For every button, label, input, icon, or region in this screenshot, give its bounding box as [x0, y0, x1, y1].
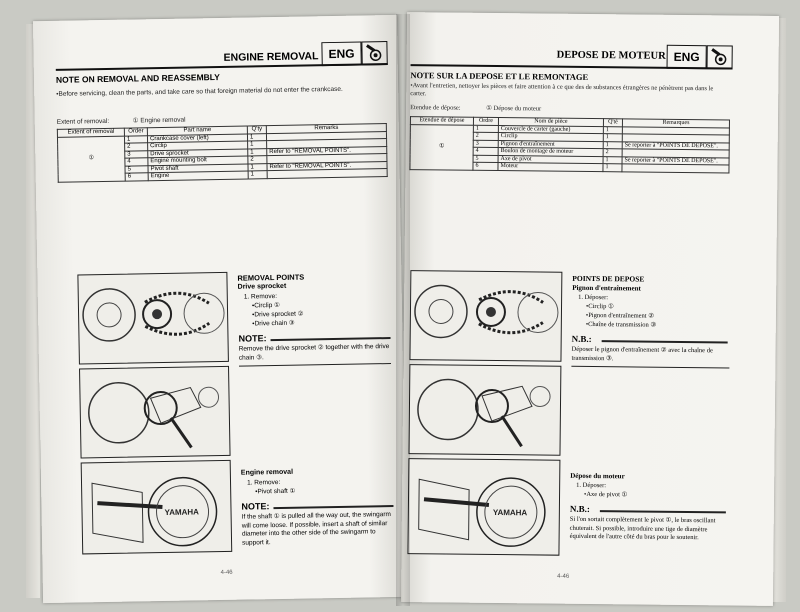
table-cell: 1 [603, 156, 623, 164]
note-rule [601, 340, 728, 343]
note-rule [599, 510, 726, 513]
right-extent-value: ① Dépose du moteur [486, 104, 542, 113]
left-bullet: •Before servicing, clean the parts, and … [56, 85, 343, 98]
right-eng-badge: ENG [666, 44, 707, 70]
right-note2: Si l'on sortait complètement le pivot ①,… [569, 515, 716, 542]
svg-text:YAMAHA: YAMAHA [164, 507, 199, 517]
left-item: •Drive chain ③ [252, 319, 295, 328]
left-eng-badge: ENG [321, 41, 362, 67]
extent-marker: ① [57, 135, 126, 182]
left-page-number: 4-46 [220, 569, 233, 577]
left-note2: If the shaft ① is pulled all the way out… [241, 511, 391, 547]
left-note-label: NOTE: [241, 501, 270, 512]
table-cell: 6 [472, 162, 499, 171]
table-cell: Engine [148, 170, 249, 181]
engine-tool-icon [706, 45, 733, 70]
table-cell: 1 [603, 141, 623, 149]
table-cell: 4 [473, 147, 499, 156]
right-step1: 1. Déposer: [578, 293, 609, 302]
right-bullet: •Avant l'entretien, nettoyer les pièces … [410, 82, 714, 98]
right-note-label: N.B.: [569, 503, 590, 515]
sprocket-removal-figure [408, 364, 562, 456]
left-parts-table: Extent of removal Order Part name Q'ty R… [57, 123, 388, 182]
svg-text:YAMAHA: YAMAHA [493, 508, 528, 517]
left-step1: 1. Remove: [243, 293, 278, 301]
right-removal-points-title: POINTS DE DEPOSE [572, 273, 645, 284]
book-spine [396, 14, 410, 606]
pivot-shaft-figure: YAMAHA [80, 459, 233, 555]
right-item: •Chaîne de transmission ③ [585, 320, 657, 329]
left-extent-label: Extent of removal: [56, 117, 110, 126]
table-cell: 1 [473, 124, 499, 133]
left-page: ENGINE REMOVAL ENG NOTE ON REMOVAL AND R… [32, 14, 408, 604]
right-page-number: 4-46 [557, 573, 570, 580]
right-note1: Déposer le pignon d'entraînement ② avec … [571, 345, 713, 362]
engine-tool-icon [361, 41, 388, 66]
right-page: DEPOSE DE MOTEUR ENG NOTE SUR LA DEPOSE … [400, 12, 780, 606]
note-rule [238, 363, 391, 367]
left-sub-drive-sprocket: Drive sprocket [237, 282, 287, 291]
left-header-rule [55, 63, 388, 71]
left-note1: Remove the drive sprocket ② together wit… [238, 343, 390, 362]
right-item: •Circlip ① [585, 302, 614, 311]
note-rule [571, 365, 730, 369]
table-cell: 3 [473, 139, 499, 148]
left-item: •Pivot shaft ① [255, 487, 296, 496]
table-cell [267, 168, 388, 179]
right-item: •Axe de pivot ① [584, 490, 628, 499]
right-sub-engine-removal: Dépose du moteur [570, 471, 625, 481]
left-removal-points-title: REMOVAL POINTS [237, 272, 305, 283]
left-item: •Drive sprocket ② [252, 310, 304, 319]
table-cell: 1 [602, 163, 623, 172]
table-cell [621, 163, 730, 173]
extent-marker: ① [409, 124, 474, 170]
drive-sprocket-figure [77, 271, 229, 365]
right-section-title: DEPOSE DE MOTEUR [556, 49, 666, 62]
right-parts-table: Etendue de dépose Ordre Nom de pièce Q't… [409, 116, 730, 173]
table-cell: 2 [603, 148, 623, 157]
left-extent-value: ① Engine removal [132, 116, 186, 125]
right-note-label: N.B.: [571, 333, 592, 345]
note-rule [273, 505, 394, 509]
note-rule [270, 337, 391, 341]
right-heading: NOTE SUR LA DEPOSE ET LE REMONTAGE [410, 70, 589, 82]
table-header: Etendue de dépose [410, 116, 474, 125]
left-step2: 1. Remove: [246, 478, 281, 487]
pivot-shaft-figure: YAMAHA [407, 458, 561, 556]
table-cell: 6 [125, 172, 149, 181]
left-item: •Circlip ① [251, 301, 280, 310]
table-cell: 5 [473, 154, 499, 163]
left-sub-engine-removal: Engine removal [240, 468, 294, 477]
right-sub-drive-sprocket: Pignon d'entraînement [572, 283, 641, 293]
table-cell: 1 [248, 170, 268, 179]
left-section-title: ENGINE REMOVAL [223, 50, 319, 64]
table-cell: 1 [603, 133, 623, 142]
table-cell: 1 [603, 126, 623, 134]
right-extent-label: Etendue de dépose: [410, 104, 461, 112]
table-cell: Moteur [497, 162, 604, 172]
drive-sprocket-figure [409, 270, 563, 362]
sprocket-removal-figure [79, 365, 231, 459]
left-heading: NOTE ON REMOVAL AND REASSEMBLY [55, 71, 220, 85]
left-note-label: NOTE: [238, 333, 267, 344]
right-step2: 1. Déposer: [576, 481, 607, 490]
right-item: •Pignon d'entraînement ② [585, 311, 655, 320]
table-cell: 2 [473, 132, 499, 141]
